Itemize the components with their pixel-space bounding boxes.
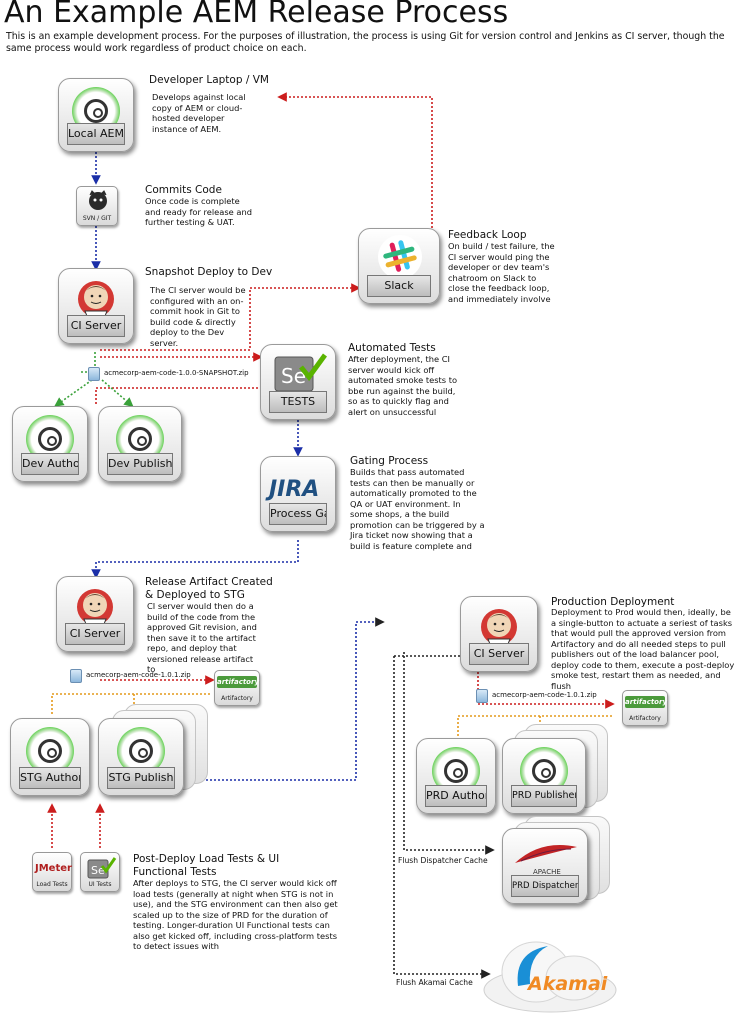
tests-node[interactable]: Se TESTS (260, 344, 336, 420)
apache-feather-icon: APACHE (515, 845, 577, 876)
dev-publish-node[interactable]: Dev Publish (98, 406, 182, 482)
svn-git-node[interactable]: SVN / GIT (76, 186, 118, 226)
stg-author-node[interactable]: STG Author (10, 718, 90, 796)
section-heading-gating: Gating Process (350, 455, 429, 467)
zip-file-icon (70, 669, 82, 683)
node-label: Slack (367, 275, 431, 297)
zip-file-icon (476, 689, 488, 703)
local-aem-node[interactable]: Local AEM (58, 78, 134, 152)
section-heading-developer: Developer Laptop / VM (149, 74, 269, 86)
jira-logo-icon: JIRA (269, 477, 320, 502)
section-body-postdeploy: After deploys to STG, the CI server woul… (133, 878, 338, 951)
artifactory-node-2[interactable]: artifactory Artifactory (622, 690, 668, 726)
node-label: Artifactory (629, 715, 661, 722)
node-label: PRD Author (425, 785, 487, 807)
node-label: TESTS (269, 391, 327, 413)
node-label: STG Publish (107, 767, 175, 789)
page-title: An Example AEM Release Process (4, 0, 509, 30)
section-body-snapshot: The CI server would be configured with a… (150, 285, 246, 348)
stg-publish-node[interactable]: STG Publish (98, 718, 184, 796)
section-body-gating: Builds that pass automated tests can the… (350, 467, 485, 551)
node-label: UI Tests (88, 881, 112, 888)
slack-node[interactable]: Slack (358, 228, 440, 304)
node-label: Dev Publish (107, 453, 173, 475)
node-label: Process Gate (269, 503, 327, 525)
jmeter-logo-icon: JMeter (35, 863, 72, 874)
node-label: Dev Author (21, 453, 79, 475)
zip-file-icon (88, 367, 100, 381)
process-gate-node[interactable]: JIRA Process Gate (260, 456, 336, 532)
node-label: CI Server (469, 643, 529, 665)
node-label: SVN / GIT (82, 215, 112, 222)
flush-dispatcher-caption: Flush Dispatcher Cache (398, 856, 488, 865)
section-body-production: Deployment to Prod would then, ideally, … (551, 607, 735, 691)
artifactory-node-1[interactable]: artifactory Artifactory (214, 670, 260, 706)
link-flush-akamai (393, 656, 491, 979)
akamai-logo-text: Akamai (526, 973, 608, 995)
load-tests-node[interactable]: JMeter Load Tests (32, 852, 72, 892)
github-octocat-icon (89, 190, 107, 210)
ci-server-node-3[interactable]: CI Server (460, 596, 538, 672)
node-label: Local AEM (67, 123, 125, 145)
section-heading-postdeploy: Post-Deploy Load Tests & UI Functional T… (133, 853, 280, 878)
apache-logo-text: APACHE (533, 868, 561, 876)
jenkins-logo-icon (481, 609, 517, 650)
ci-server-node-1[interactable]: CI Server (58, 268, 134, 344)
release-artifact-name-1: acmecorp-aem-code-1.0.1.zip (86, 671, 191, 679)
flush-akamai-caption: Flush Akamai Cache (396, 978, 473, 987)
node-label: PRD Publishers (511, 785, 577, 807)
release-artifact-name-2: acmecorp-aem-code-1.0.1.zip (492, 691, 597, 699)
link-ci-to-dev-publish (101, 379, 134, 408)
section-body-commits: Once code is complete and ready for rele… (145, 196, 253, 227)
link-artifactory2-to-prd (457, 715, 612, 738)
prd-dispatchers-node[interactable]: APACHE PRD Dispatchers (502, 828, 588, 904)
node-label: CI Server (67, 315, 125, 337)
selenium-logo-icon: Se (274, 353, 327, 392)
node-label: STG Author (19, 767, 81, 789)
link-slack-to-developer (277, 92, 433, 232)
section-body-feedback: On build / test failure, the CI server w… (448, 241, 555, 304)
node-label: Load Tests (36, 881, 68, 888)
prd-author-node[interactable]: PRD Author (416, 738, 496, 814)
link-flush-dispatcher (403, 652, 495, 855)
artifactory-logo-icon: artifactory (625, 696, 668, 708)
ci-server-node-2[interactable]: CI Server (56, 576, 134, 652)
snapshot-artifact-name: acmecorp-aem-code-1.0.0-SNAPSHOT.zip (104, 369, 249, 377)
ui-tests-node[interactable]: Se UI Tests (80, 852, 120, 892)
section-heading-snapshot: Snapshot Deploy to Dev (145, 266, 273, 278)
node-label: PRD Dispatchers (511, 875, 579, 897)
link-stg-to-prod (206, 617, 385, 781)
section-body-automated: After deployment, the CI server would ki… (348, 354, 458, 417)
section-heading-commits: Commits Code (145, 184, 222, 196)
link-tests-back (95, 387, 258, 404)
link-gate-to-ci2 (91, 540, 299, 579)
section-body-developer: Develops against local copy of AEM or cl… (152, 92, 246, 134)
dev-author-node[interactable]: Dev Author (12, 406, 88, 482)
artifactory-logo-icon: artifactory (217, 676, 260, 688)
akamai-cloud-icon: Akamai (483, 941, 617, 1013)
section-heading-feedback: Feedback Loop (448, 229, 527, 241)
slack-logo-icon (378, 235, 422, 279)
link-artifactory-to-stg (51, 693, 210, 716)
section-body-release: CI server would then do a build of the c… (147, 601, 257, 674)
section-heading-automated: Automated Tests (348, 342, 436, 354)
node-label: Artifactory (221, 695, 253, 702)
section-heading-production: Production Deployment (551, 596, 675, 608)
prd-publishers-node[interactable]: PRD Publishers (502, 738, 586, 814)
jenkins-logo-icon (78, 281, 114, 322)
intro-text: This is an example development process. … (6, 31, 725, 54)
node-label: CI Server (65, 623, 125, 645)
section-heading-release: Release Artifact Created & Deployed to S… (145, 576, 273, 601)
link-ci-to-slack (100, 283, 361, 351)
selenium-logo-icon: Se (87, 857, 117, 879)
